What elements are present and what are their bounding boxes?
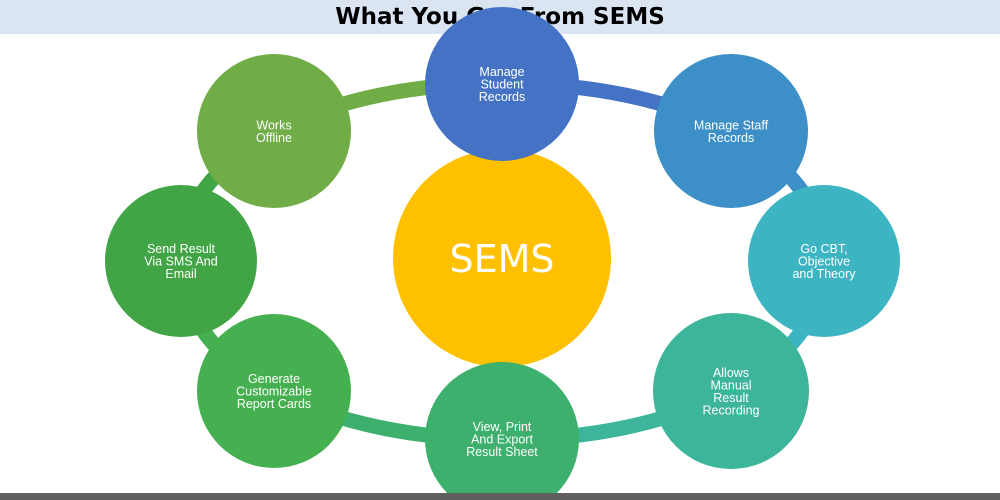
node-label-line: Send Result bbox=[147, 242, 216, 256]
node-label-line: Manage Staff bbox=[694, 118, 769, 132]
node-circle bbox=[425, 7, 579, 161]
bottom-bar bbox=[0, 493, 1000, 500]
node-label-line: Generate bbox=[248, 372, 300, 386]
node-circle bbox=[425, 362, 579, 500]
node-circle bbox=[105, 185, 257, 337]
node-circle bbox=[197, 54, 351, 208]
node-label-line: Student bbox=[480, 78, 524, 92]
node-circle bbox=[748, 185, 900, 337]
node-label-line: Works bbox=[256, 118, 291, 132]
node-label-line: Go CBT, bbox=[800, 242, 847, 256]
node-label-line: And Export bbox=[471, 433, 533, 447]
node-label-line: Records bbox=[708, 131, 755, 145]
node-label-line: Objective bbox=[798, 255, 850, 269]
node-label-line: Email bbox=[165, 267, 196, 281]
node-label-line: Result bbox=[713, 391, 749, 405]
node-circle bbox=[653, 313, 809, 469]
node-circle bbox=[197, 314, 351, 468]
node-label-line: and Theory bbox=[792, 267, 856, 281]
node-label-line: View, Print bbox=[473, 420, 532, 434]
node-label-line: Via SMS And bbox=[144, 255, 217, 269]
node-label-line: Manage bbox=[479, 65, 524, 79]
node-label-line: Customizable bbox=[236, 385, 312, 399]
node-label-line: Recording bbox=[703, 403, 760, 417]
node-label-line: Offline bbox=[256, 131, 292, 145]
node-label-line: Manual bbox=[711, 378, 752, 392]
node-circle bbox=[654, 54, 808, 208]
center-circle bbox=[393, 149, 611, 367]
center-label: SEMS bbox=[449, 237, 554, 281]
node-label-line: Report Cards bbox=[237, 397, 311, 411]
node-label-line: Allows bbox=[713, 366, 749, 380]
node-label-line: Result Sheet bbox=[466, 445, 538, 459]
node-label-line: Records bbox=[479, 90, 526, 104]
